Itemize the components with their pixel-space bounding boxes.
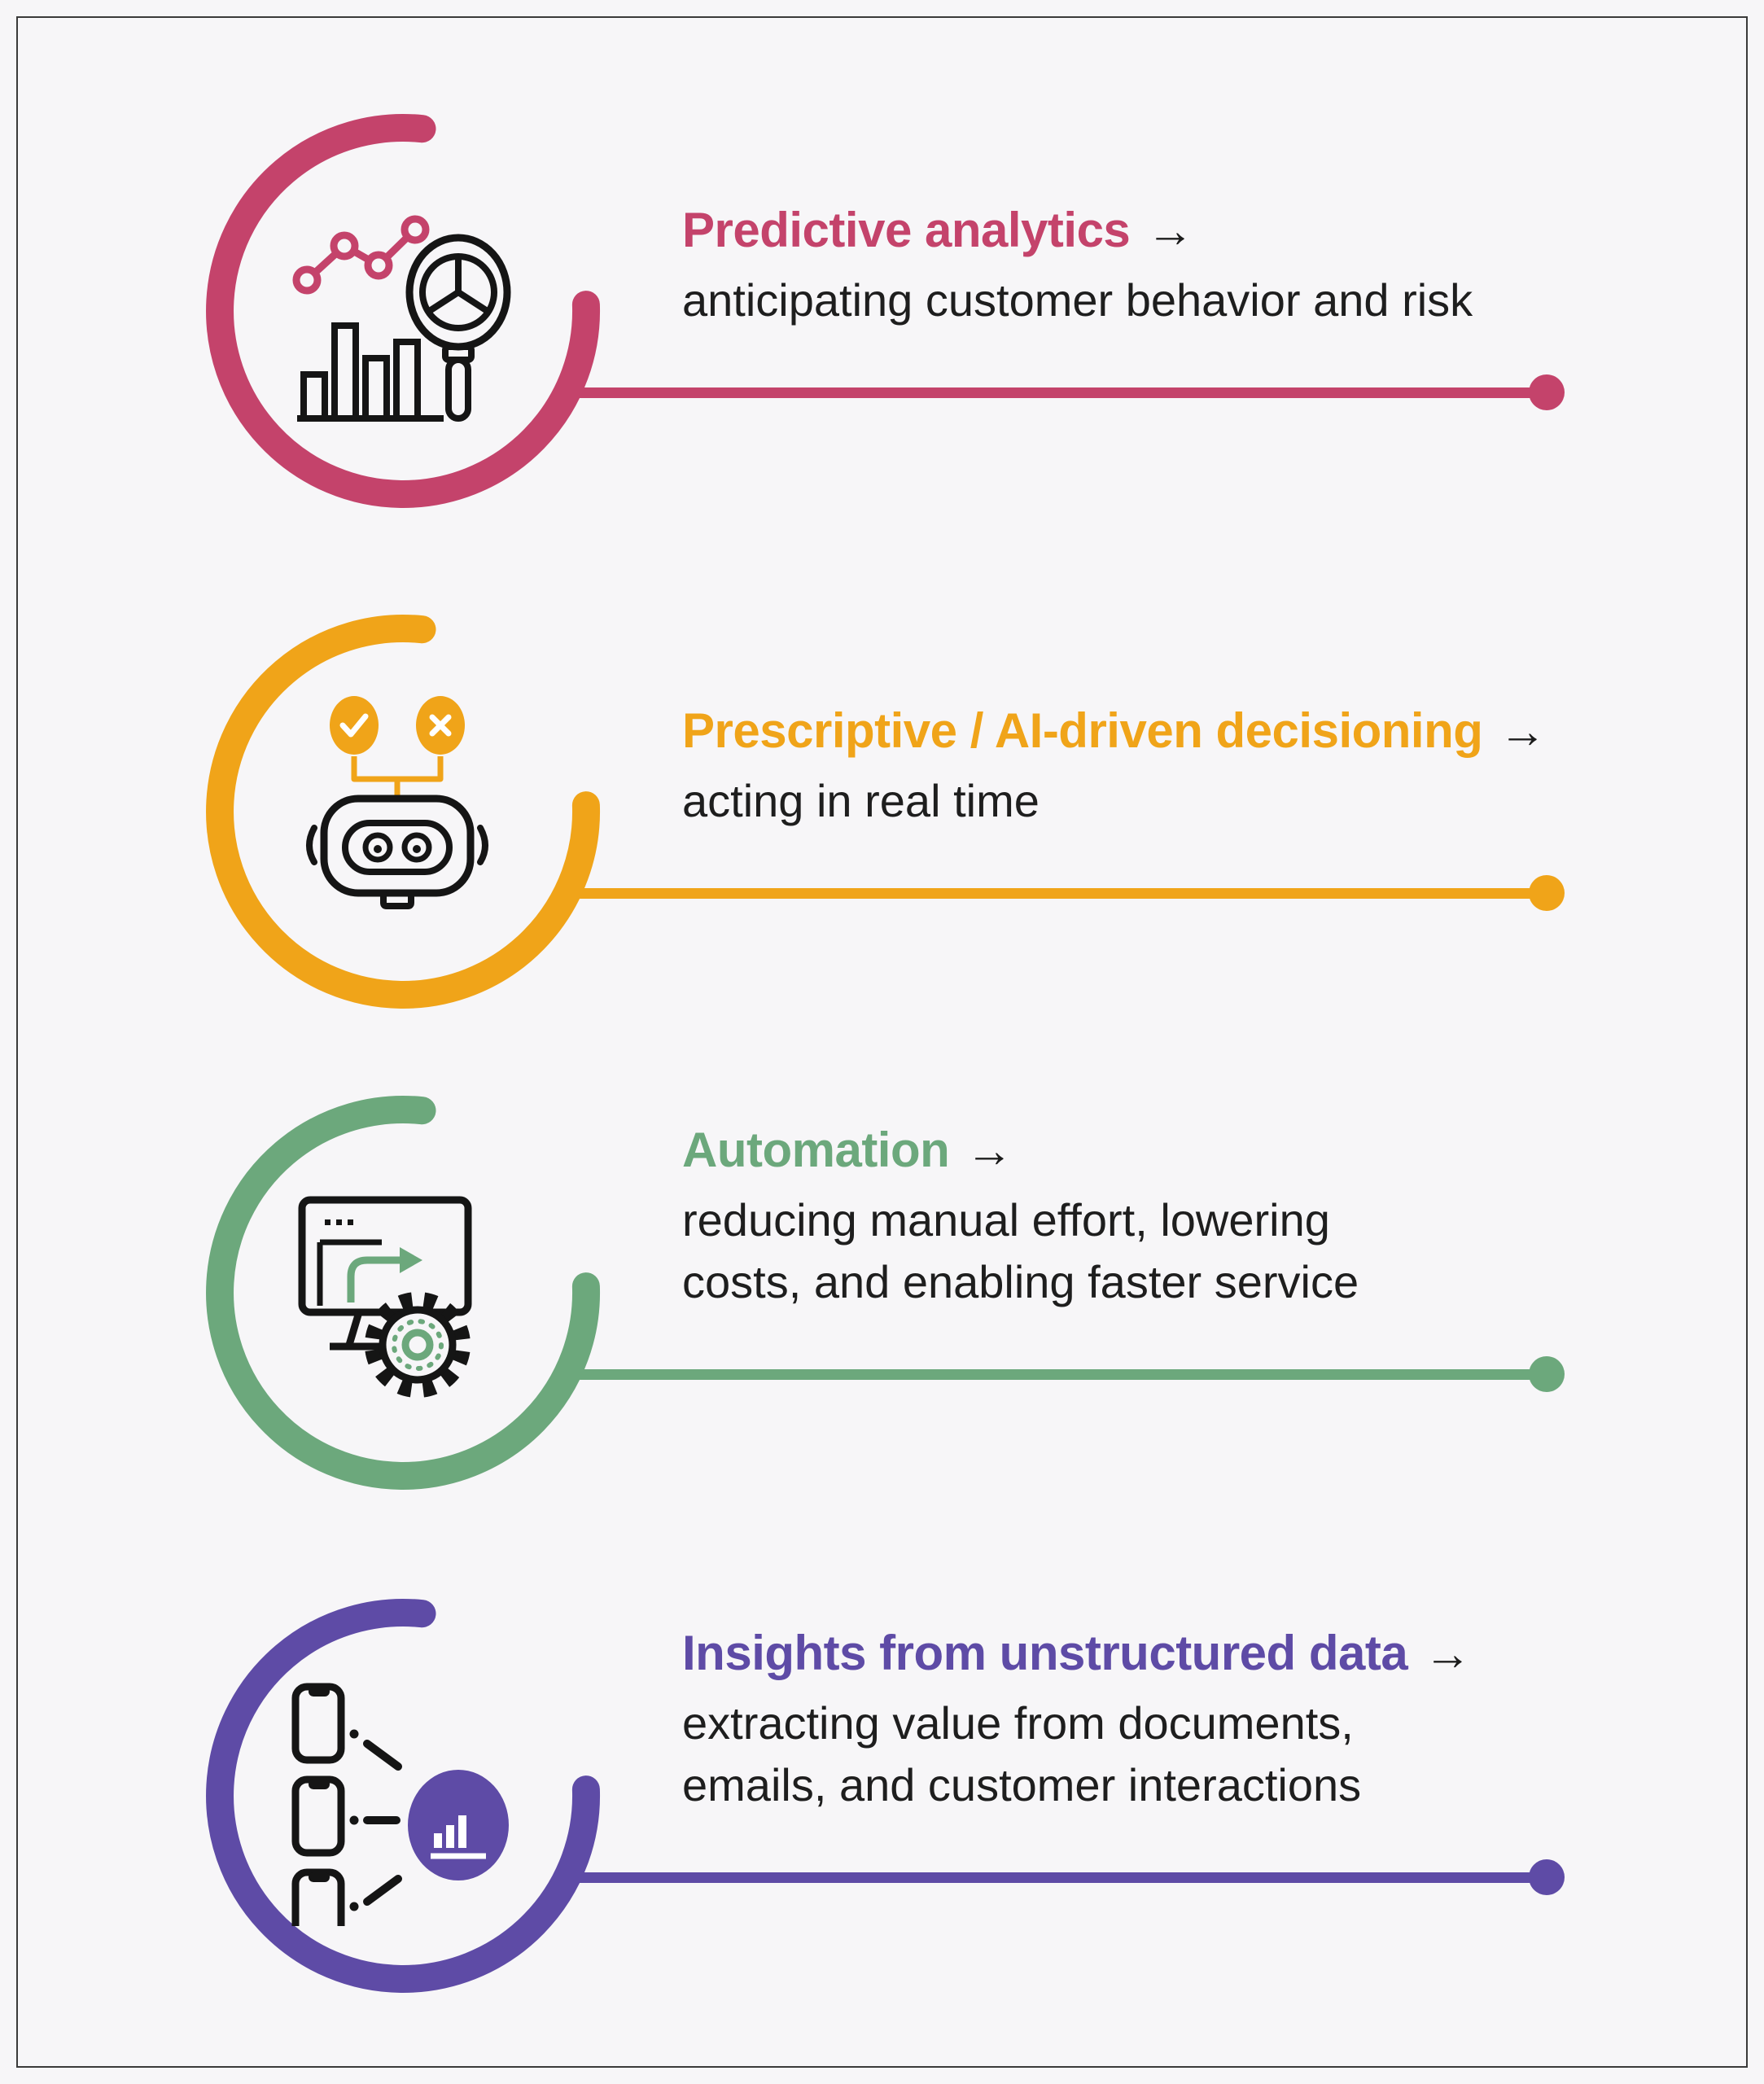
- circle-arc: [206, 1095, 600, 1490]
- arrow-glyph: →: [1499, 705, 1546, 758]
- item-title: Predictive analytics →: [682, 200, 1473, 261]
- mini-bar: [446, 1825, 454, 1848]
- robot-antenna: [330, 696, 465, 799]
- monitor-gear-icon: [298, 1196, 472, 1398]
- circle-arc: [206, 614, 600, 1009]
- bar-chart-magnifier-icon: [292, 215, 511, 422]
- connector-line: [578, 1872, 1547, 1883]
- item-description: reducing manual effort, lowering costs, …: [682, 1189, 1359, 1313]
- description-line: acting in real time: [682, 775, 1040, 826]
- item-description: acting in real time: [682, 770, 1546, 832]
- connector-dot: [1529, 374, 1565, 410]
- connector-line: [578, 1369, 1547, 1380]
- robot-icon: [306, 696, 488, 909]
- check-icon: [339, 713, 369, 738]
- connector-line: [578, 387, 1547, 398]
- description-line: costs, and enabling faster service: [682, 1256, 1359, 1307]
- item-predictive-analytics: Predictive analytics → anticipating custo…: [0, 63, 1764, 559]
- item-title: Prescriptive / AI-driven decisioning →: [682, 701, 1546, 762]
- item-title: Insights from unstructured data →: [682, 1623, 1471, 1684]
- title-text: Automation: [682, 1123, 950, 1177]
- description-line: reducing manual effort, lowering: [682, 1194, 1330, 1246]
- title-text: Insights from unstructured data: [682, 1626, 1408, 1680]
- mini-bar: [434, 1833, 442, 1848]
- robot-eye-pupil: [374, 845, 382, 853]
- item-prescriptive-decisioning: Prescriptive / AI-driven decisioning → ac…: [0, 563, 1764, 1060]
- documents-chart-icon: [291, 1683, 509, 1926]
- title-text: Predictive analytics: [682, 203, 1131, 257]
- arrow-glyph: →: [1424, 1627, 1471, 1680]
- item-insights-unstructured-data: Insights from unstructured data → extract…: [0, 1548, 1764, 2044]
- item-text: Prescriptive / AI-driven decisioning → ac…: [682, 701, 1546, 832]
- title-text: Prescriptive / AI-driven decisioning: [682, 703, 1483, 758]
- description-line: anticipating customer behavior and risk: [682, 274, 1473, 326]
- description-line: extracting value from documents,: [682, 1697, 1354, 1749]
- circle-arc: [206, 113, 600, 508]
- dashed-links: [349, 1729, 402, 1911]
- documents: [291, 1683, 345, 1926]
- item-automation: Automation → reducing manual effort, lowe…: [0, 1044, 1764, 1541]
- arrow-glyph: →: [965, 1124, 1013, 1177]
- process-arrow: [347, 1247, 422, 1302]
- connector-dot: [1529, 1356, 1565, 1392]
- connector-line: [578, 888, 1547, 899]
- magnifier: [405, 234, 511, 422]
- connector-dot: [1529, 1859, 1565, 1895]
- gear: [365, 1292, 471, 1398]
- circle-arc: [206, 1598, 600, 1993]
- mini-bar: [458, 1815, 466, 1848]
- item-title: Automation →: [682, 1120, 1359, 1181]
- item-text: Automation → reducing manual effort, lowe…: [682, 1120, 1359, 1313]
- arrow-glyph: →: [1146, 204, 1193, 257]
- robot-head: [306, 795, 488, 909]
- x-icon: [429, 714, 452, 737]
- robot-eye-pupil: [413, 845, 421, 853]
- item-text: Insights from unstructured data → extract…: [682, 1623, 1471, 1816]
- item-text: Predictive analytics → anticipating custo…: [682, 200, 1473, 331]
- connector-dot: [1529, 875, 1565, 911]
- bar-chart: [297, 322, 444, 422]
- insight-bubble: [408, 1770, 509, 1880]
- trend-line: [292, 215, 430, 295]
- item-description: anticipating customer behavior and risk: [682, 269, 1473, 331]
- item-description: extracting value from documents, emails,…: [682, 1692, 1471, 1816]
- description-line: emails, and customer interactions: [682, 1759, 1362, 1810]
